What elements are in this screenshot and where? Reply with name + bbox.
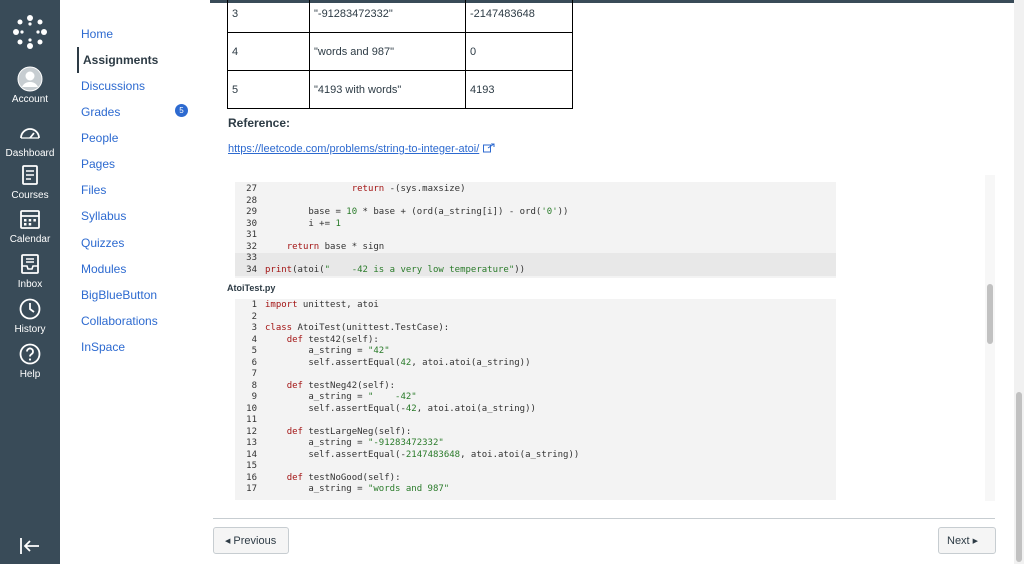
code-line: 16 def testNoGood(self): [246, 472, 401, 483]
previous-button[interactable]: ◀Previous [213, 527, 289, 554]
table-cell: -2147483648 [465, 0, 573, 33]
code-line: 32 return base * sign [246, 241, 385, 252]
test-case-table: 3 "-91283472332" -2147483648 4 "words an… [227, 0, 573, 109]
course-nav-syllabus[interactable]: Syllabus [81, 209, 127, 223]
global-nav-dashboard[interactable]: Dashboard [0, 120, 60, 159]
course-nav-inspace[interactable]: InSpace [81, 340, 126, 354]
global-nav-label: Courses [11, 190, 49, 201]
code-block-atoi: 27 return -(sys.maxsize) 28 29 base = 10… [235, 182, 836, 278]
code-line: 13 a_string = "-91283472332" [246, 438, 444, 448]
previous-label: Previous [233, 534, 277, 547]
global-nav-history[interactable]: History [0, 296, 60, 335]
global-nav-label: Calendar [9, 234, 51, 245]
code-line: 9 a_string = " -42" [251, 392, 417, 402]
global-nav-label: Help [19, 369, 41, 380]
calendar-icon [20, 210, 40, 229]
course-nav-bigbluebutton[interactable]: BigBlueButton [81, 288, 158, 302]
course-nav-pages[interactable]: Pages [81, 157, 116, 171]
chevron-right-icon: ▶ [972, 537, 979, 545]
code-line: 4 def test42(self): [251, 334, 379, 345]
inner-scrollbar-thumb[interactable] [987, 284, 993, 344]
course-nav-home[interactable]: Home [81, 27, 114, 41]
reference-link[interactable]: https://leetcode.com/problems/string-to-… [228, 143, 495, 155]
global-nav-courses[interactable]: Courses [0, 162, 60, 201]
global-nav-inbox[interactable]: Inbox [0, 251, 60, 290]
global-nav-label: Dashboard [5, 148, 55, 159]
collapse-nav-icon[interactable] [19, 536, 41, 556]
page-scrollbar-track[interactable] [1014, 0, 1024, 564]
table-row: 4 "words and 987" 0 [227, 32, 573, 71]
global-nav-label: History [14, 324, 46, 335]
account-icon [17, 66, 43, 92]
global-nav-help[interactable]: Help [0, 341, 60, 380]
code-line: 2 [251, 311, 257, 322]
course-nav: Home Assignments Discussions Grades 5 Pe… [60, 0, 210, 564]
page-scrollbar-thumb[interactable] [1016, 392, 1022, 562]
course-nav-assignments[interactable]: Assignments [77, 47, 158, 73]
course-nav-files[interactable]: Files [81, 183, 107, 197]
code-line: 7 [251, 369, 257, 379]
global-nav-label: Account [11, 94, 49, 105]
table-cell: "words and 987" [309, 32, 466, 71]
table-cell: 4193 [465, 70, 573, 109]
code-line: 27 return -(sys.maxsize) [246, 184, 466, 194]
code-line: 29 base = 10 * base + (ord(a_string[i]) … [246, 207, 569, 217]
code-line: 33 [235, 253, 836, 265]
table-row: 5 "4193 with words" 4193 [227, 70, 573, 109]
code-line: 5 a_string = "42" [251, 346, 390, 356]
table-cell: "4193 with words" [309, 70, 466, 109]
code-line: 15 [246, 461, 257, 471]
chevron-left-icon: ◀ [225, 537, 231, 545]
table-row: 3 "-91283472332" -2147483648 [227, 0, 573, 33]
code-line: 28 [246, 195, 257, 206]
grades-badge: 5 [175, 104, 188, 117]
dashboard-icon [20, 128, 40, 139]
course-nav-grades[interactable]: Grades [81, 105, 121, 119]
table-cell: 0 [465, 32, 573, 71]
code-line: 12 def testLargeNeg(self): [246, 426, 412, 437]
code-line: 6 self.assertEqual(42, atoi.atoi(a_strin… [251, 357, 531, 368]
code-line: 17 a_string = "words and 987" [246, 484, 450, 494]
course-nav-modules[interactable]: Modules [81, 262, 127, 276]
canvas-logo-icon[interactable] [12, 14, 48, 50]
course-nav-discussions[interactable]: Discussions [81, 79, 146, 93]
table-cell: "-91283472332" [309, 0, 466, 33]
inbox-icon [21, 254, 39, 274]
external-link-icon [483, 143, 495, 153]
global-nav-calendar[interactable]: Calendar [0, 206, 60, 245]
code-line: 30 i += 1 [246, 218, 341, 229]
assignment-content: 3 "-91283472332" -2147483648 4 "words an… [210, 0, 1024, 564]
reference-link-text: https://leetcode.com/problems/string-to-… [228, 143, 480, 155]
help-icon [19, 343, 41, 365]
file-name-label: AtoiTest.py [227, 283, 276, 293]
course-nav-collaborations[interactable]: Collaborations [81, 314, 158, 328]
history-icon [19, 298, 41, 320]
next-button[interactable]: Next▶ [938, 527, 996, 554]
reference-heading: Reference: [228, 116, 291, 130]
code-line: 8 def testNeg42(self): [251, 380, 396, 391]
code-line: 11 [246, 415, 257, 425]
global-nav-label: Inbox [17, 279, 43, 290]
footer-divider [213, 518, 995, 519]
next-label: Next [947, 534, 970, 547]
table-cell: 5 [227, 70, 310, 109]
course-nav-people[interactable]: People [81, 131, 119, 145]
code-line: 10 self.assertEqual(-42, atoi.atoi(a_str… [246, 403, 536, 414]
table-cell: 4 [227, 32, 310, 71]
global-nav: Account Dashboard Courses Calendar Inbox… [0, 0, 60, 564]
code-line: 14 self.assertEqual(-2147483648, atoi.at… [246, 449, 580, 460]
table-cell: 3 [227, 0, 310, 33]
course-nav-quizzes[interactable]: Quizzes [81, 236, 125, 250]
global-nav-account[interactable]: Account [0, 66, 60, 105]
courses-icon [22, 165, 38, 185]
code-line: 31 [246, 230, 257, 240]
